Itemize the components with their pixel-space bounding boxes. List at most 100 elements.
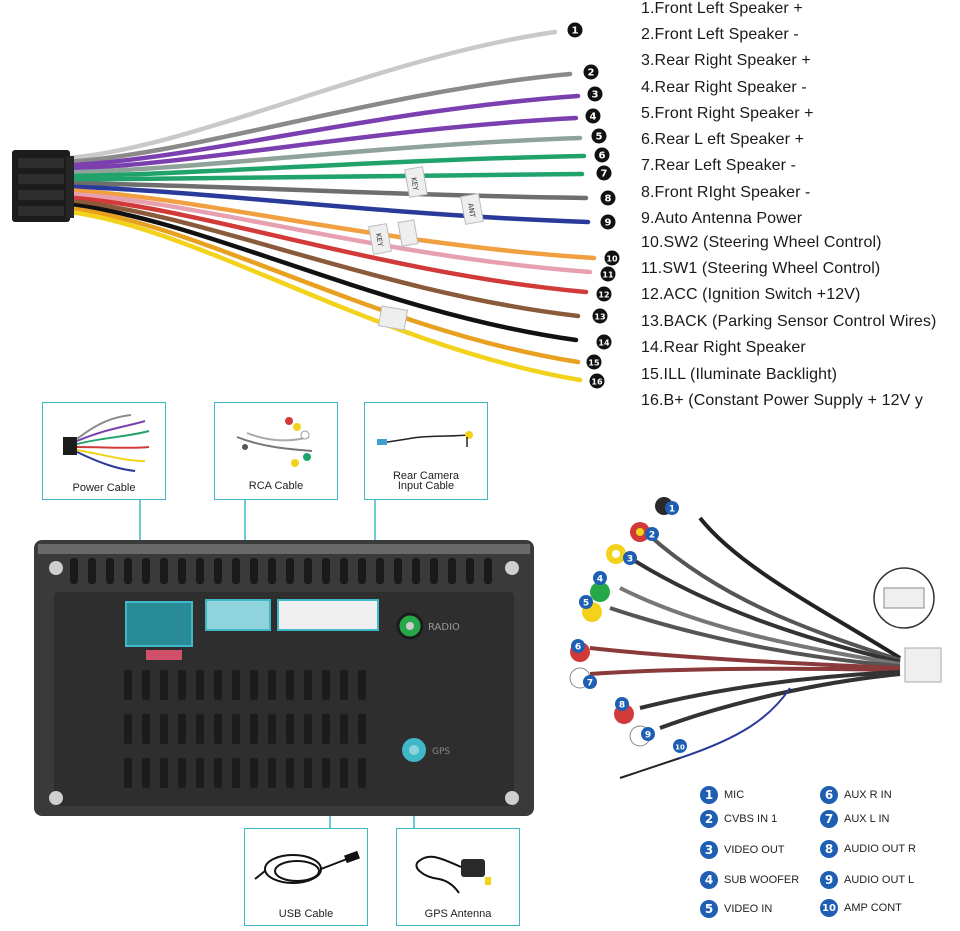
tag-key-1: KEY [409, 177, 419, 192]
wire-number-badge [596, 165, 612, 181]
rca-number: 9 [645, 731, 651, 741]
wire-number: 7 [601, 169, 608, 180]
wire-number-badge [567, 22, 583, 38]
rca-number-badge [571, 639, 585, 653]
wire-number-badge [592, 308, 608, 324]
usb-cable-icon [254, 850, 360, 884]
pinout-item: 2.Front Left Speaker - [641, 26, 799, 43]
harness-wire [67, 93, 581, 168]
harness-wire [67, 184, 591, 225]
harness-wire [67, 29, 558, 161]
wire-number: 1 [572, 26, 579, 37]
callout-rear-camera-label: Rear Camera Input Cable [392, 470, 460, 492]
rca-number: 4 [597, 575, 603, 585]
power-cable-icon [63, 414, 150, 472]
wire-number: 8 [605, 194, 612, 205]
wire-number-badge [583, 64, 599, 80]
harness-wire [67, 202, 579, 343]
rca-number: 7 [587, 679, 593, 689]
rca-number-badge [641, 727, 655, 741]
wire-number-badge [594, 147, 610, 163]
wire-number: 16 [591, 378, 603, 387]
rca-number: 2 [649, 531, 655, 541]
harness-wire [67, 188, 597, 261]
callout-usb-cable: USB Cable [244, 828, 368, 926]
rca-number-badges: 1 2 3 4 5 6 7 8 9 10 [571, 501, 687, 753]
wire-tags: KEY ANT KEY [368, 166, 484, 331]
wire-number: 2 [588, 68, 595, 79]
rca-number-badge [673, 739, 687, 753]
rca-port [205, 599, 271, 631]
rca-number: 1 [669, 505, 675, 515]
head-unit-back-panel: RADIO GPS [34, 540, 534, 816]
wire-number-badge [586, 354, 602, 370]
harness-wire [67, 115, 579, 172]
wire-number: 6 [599, 151, 606, 162]
pinout-item: 3.Rear Right Speaker + [641, 52, 811, 69]
pinout-item: 9.Auto Antenna Power [641, 210, 803, 227]
pinout-item: 12.ACC (Ignition Switch +12V) [641, 286, 861, 303]
wire-number-badge [591, 128, 607, 144]
power-port [125, 601, 193, 647]
pinout-item: 16.B+ (Constant Power Supply + 12V y [641, 392, 923, 409]
rca-number-badge [665, 501, 679, 515]
rca-number-badge [583, 675, 597, 689]
wire-number: 4 [590, 112, 597, 123]
harness-wire [67, 171, 585, 182]
wire-number-badge [596, 334, 612, 350]
pinout-item: 13.BACK (Parking Sensor Control Wires) [641, 313, 937, 330]
rca-number-badge [615, 697, 629, 711]
wire-number-badge [600, 266, 616, 282]
pinout-item: 6.Rear L eft Speaker + [641, 131, 805, 148]
wire-number-badge [600, 214, 616, 230]
wire-number: 12 [598, 291, 609, 300]
callout-usb-cable-label: USB Cable [278, 908, 334, 920]
rca-number-badge [593, 571, 607, 585]
gps-antenna-icon [415, 855, 491, 894]
wire-number: 3 [592, 90, 599, 101]
wire-number: 5 [596, 132, 603, 143]
rca-harness-diagram: 1 2 3 4 5 6 7 8 9 10 [569, 497, 942, 779]
wire-number-badge [600, 190, 616, 206]
rca-number-badge [645, 527, 659, 541]
callout-rca-cable: RCA Cable [214, 402, 338, 500]
wire-number-badge [596, 286, 612, 302]
callout-power-cable: Power Cable [42, 402, 166, 500]
wire-number-badge [589, 373, 605, 389]
pinout-item: 10.SW2 (Steering Wheel Control) [641, 234, 882, 251]
rca-number: 6 [575, 643, 581, 653]
gps-label: GPS [432, 747, 450, 757]
wire-number: 10 [606, 255, 618, 264]
harness-wire [67, 206, 581, 365]
rca-number: 5 [583, 599, 589, 609]
harness-wires [67, 29, 597, 383]
harness-wire [67, 180, 589, 201]
callout-rca-cable-label: RCA Cable [248, 480, 304, 492]
rca-number: 3 [627, 555, 633, 565]
pinout-item: 7.Rear Left Speaker - [641, 157, 797, 174]
tag-ant: ANT [466, 203, 476, 219]
rca-number: 8 [619, 701, 625, 711]
callout-gps-antenna-label: GPS Antenna [424, 908, 492, 920]
camera-port [277, 599, 379, 631]
tag-key-2: KEY [374, 233, 384, 248]
camera-cable-icon [377, 431, 473, 447]
harness-wire [67, 198, 581, 319]
harness-wire [67, 209, 583, 383]
pinout-item: 1.Front Left Speaker + [641, 0, 803, 17]
rca-number: 10 [675, 744, 685, 752]
callout-power-cable-label: Power Cable [72, 482, 136, 494]
wire-number-badge [604, 250, 620, 266]
pinout-item: 14.Rear Right Speaker [641, 339, 806, 356]
radio-label: RADIO [428, 622, 460, 633]
pinout-item: 8.Front RIght Speaker - [641, 184, 811, 201]
harness-wire [67, 153, 587, 179]
wire-number: 15 [588, 359, 600, 368]
rca-number-badge [579, 595, 593, 609]
callout-gps-antenna: GPS Antenna [396, 828, 520, 926]
rca-number-badge [623, 551, 637, 565]
pinout-item: 5.Front Right Speaker + [641, 105, 814, 122]
wire-number: 13 [594, 313, 605, 322]
